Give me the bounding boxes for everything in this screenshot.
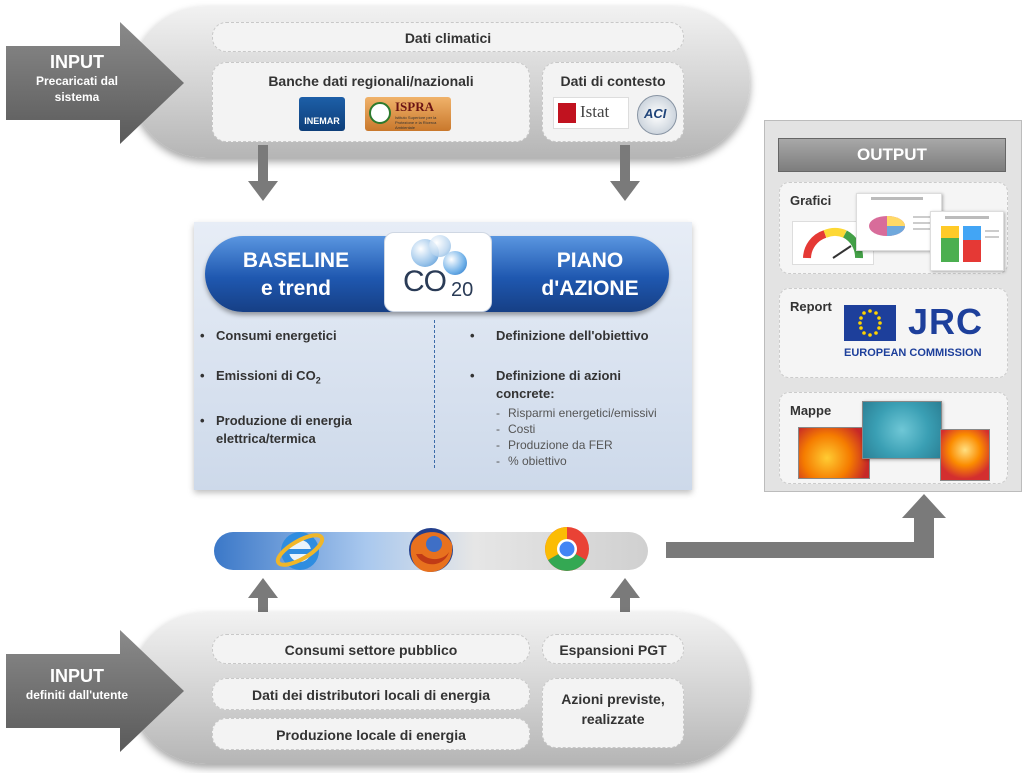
plan-item-actions: Definizione di azioni concrete: <box>470 367 646 403</box>
input-arrow-bottom <box>6 630 184 752</box>
input-bottom-label: INPUT definiti dall'utente <box>16 666 138 703</box>
map-thumb-orange <box>798 427 870 479</box>
pgt-box: Espansioni PGT <box>542 634 684 664</box>
ispra-logo-text: ISPRA <box>395 99 435 114</box>
co2-subscript: 2 <box>315 375 321 386</box>
actions-label: Azioni previste, realizzate <box>561 691 665 727</box>
baseline-item-emissions-text: Emissioni di CO <box>216 368 316 383</box>
ispra-seal-icon <box>369 102 391 124</box>
public-consumption-box: Consumi settore pubblico <box>212 634 530 664</box>
public-consumption-label: Consumi settore pubblico <box>284 642 458 658</box>
pie-chart-thumb <box>856 193 942 251</box>
context-data-label: Dati di contesto <box>560 73 666 89</box>
aci-logo: ACI <box>637 95 677 135</box>
bubble-icon-2 <box>429 235 451 257</box>
input-top-label: INPUT Precaricati dal sistema <box>16 52 138 105</box>
jrc-logo-subtext: EUROPEAN COMMISSION <box>844 347 982 359</box>
map-thumb-teal <box>862 401 942 459</box>
down-arrow-right <box>610 145 640 201</box>
baseline-title: BASELINE e trend <box>226 247 366 303</box>
ispra-logo-subtext: Istituto Superiore per la Protezione e l… <box>395 115 437 130</box>
actions-box: Azioni previste, realizzate <box>542 678 684 748</box>
output-title-text: OUTPUT <box>857 145 927 164</box>
ie-icon[interactable] <box>274 524 326 576</box>
plan-subitem-costs: Costi <box>496 421 685 437</box>
plan-title-1: PIANO <box>556 249 624 272</box>
regional-databases-box: Banche dati regionali/nazionali INEMAR I… <box>212 62 530 142</box>
plan-subitem-objective: % obiettivo <box>496 453 685 469</box>
chrome-icon[interactable] <box>542 524 592 574</box>
distributors-label: Dati dei distributori locali di energia <box>251 687 491 703</box>
input-bottom-title: INPUT <box>50 666 104 686</box>
co2-logo: CO 20 <box>384 232 492 312</box>
context-data-box: Dati di contesto Istat ACI <box>542 62 684 142</box>
plan-item-objective: Definizione dell'obiettivo <box>470 327 685 345</box>
baseline-item-production: Produzione di energia elettrica/termica <box>200 412 420 448</box>
inemar-logo-text: INEMAR <box>304 116 340 126</box>
distributors-box: Dati dei distributori locali di energia <box>212 678 530 710</box>
output-arrow <box>666 494 946 558</box>
input-top-title: INPUT <box>50 52 104 72</box>
plan-subitems: Risparmi energetici/emissivi Costi Produ… <box>470 405 685 469</box>
ispra-logo: ISPRA Istituto Superiore per la Protezio… <box>365 97 451 131</box>
plan-subitem-savings: Risparmi energetici/emissivi <box>496 405 685 421</box>
co2-logo-text: CO <box>403 265 447 298</box>
center-divider <box>434 320 435 468</box>
down-arrow-left <box>248 145 278 201</box>
plan-list: Definizione dell'obiettivo Definizione d… <box>470 327 685 469</box>
regional-databases-label: Banche dati regionali/nazionali <box>268 73 474 89</box>
climate-data-box: Dati climatici <box>212 22 684 52</box>
bubble-icon-3 <box>443 251 467 275</box>
inemar-logo: INEMAR <box>299 97 345 131</box>
baseline-title-1: BASELINE <box>242 249 350 272</box>
production-label: Produzione locale di energia <box>276 727 466 743</box>
report-card: Report JRC EUROPEAN COMMISSION <box>779 288 1008 378</box>
production-box: Produzione locale di energia <box>212 718 530 750</box>
charts-label: Grafici <box>790 193 832 208</box>
eu-flag-icon <box>844 305 896 341</box>
report-label: Report <box>790 299 832 314</box>
baseline-item-emissions: Emissioni di CO2 <box>200 367 420 390</box>
jrc-logo-text: JRC <box>908 301 984 342</box>
firefox-icon[interactable] <box>404 524 458 576</box>
input-top-subtitle: Precaricati dal sistema <box>35 74 119 104</box>
co2-logo-sub: 20 <box>451 279 474 301</box>
maps-label: Mappe <box>790 403 832 418</box>
plan-title: PIANO d'AZIONE <box>520 247 660 303</box>
input-arrow-top <box>6 22 184 144</box>
baseline-item-energy: Consumi energetici <box>200 327 420 345</box>
climate-data-label: Dati climatici <box>404 30 492 46</box>
plan-title-2: d'AZIONE <box>541 277 639 300</box>
istat-logo-text: Istat <box>580 102 610 121</box>
maps-card: Mappe <box>779 392 1008 484</box>
output-title: OUTPUT <box>778 138 1006 172</box>
map-thumb-red <box>940 429 990 481</box>
pgt-label: Espansioni PGT <box>559 642 667 658</box>
bar-chart-thumb <box>930 211 1004 271</box>
baseline-title-2: e trend <box>260 277 331 300</box>
plan-subitem-fer: Produzione da FER <box>496 437 685 453</box>
charts-card: Grafici <box>779 182 1008 274</box>
istat-mark-icon <box>558 103 576 123</box>
aci-logo-text: ACI <box>644 106 667 121</box>
baseline-list: Consumi energetici Emissioni di CO2 Prod… <box>200 327 420 462</box>
istat-logo: Istat <box>553 97 629 129</box>
input-bottom-subtitle: definiti dall'utente <box>25 688 129 702</box>
